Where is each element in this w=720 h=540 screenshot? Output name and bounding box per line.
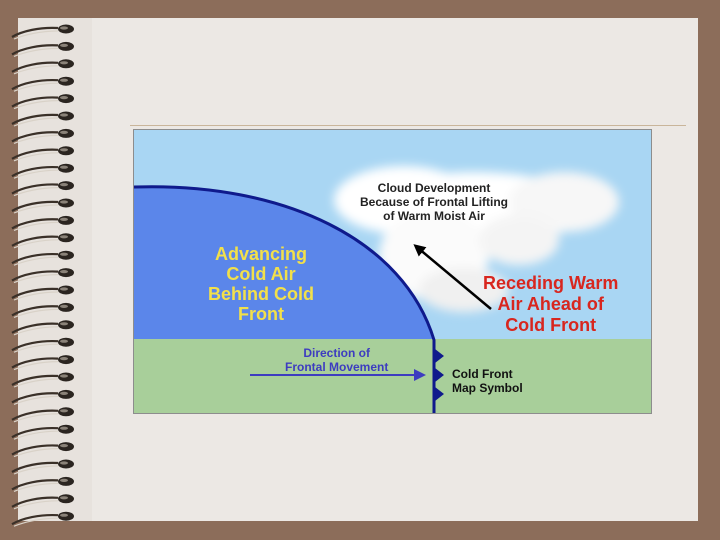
binding-coil xyxy=(11,355,74,371)
spiral-binding xyxy=(11,24,74,527)
cold-front-boundary xyxy=(134,185,436,413)
binding-coil xyxy=(11,59,74,75)
cloud xyxy=(334,166,619,312)
warm-air-label: Receding Warm Air Ahead of Cold Front xyxy=(483,273,619,335)
binding-coil xyxy=(11,320,74,336)
binding-coil xyxy=(11,407,74,423)
cold-air-mass xyxy=(134,186,434,340)
front-symbol-triangle xyxy=(435,349,444,363)
binding-coil xyxy=(11,511,74,527)
binding-coil xyxy=(11,76,74,92)
binding-coil xyxy=(11,94,74,110)
binding-coil xyxy=(11,163,74,179)
binding-coil xyxy=(11,424,74,440)
cloud-development-label: Cloud Development Because of Frontal Lif… xyxy=(360,181,509,223)
binding-coil xyxy=(11,181,74,197)
binding-coil xyxy=(11,302,74,318)
binding-coil xyxy=(11,372,74,388)
binding-coil xyxy=(11,111,74,127)
binding-coil xyxy=(11,285,74,301)
binding-coil xyxy=(11,389,74,405)
binding-coil xyxy=(11,459,74,475)
binding-coil xyxy=(11,337,74,353)
direction-label: Direction of Frontal Movement xyxy=(285,346,389,374)
binding-coil xyxy=(11,24,74,40)
paper-left-margin xyxy=(18,18,92,521)
lifting-arrow xyxy=(413,244,492,310)
binding-coil xyxy=(11,128,74,144)
binding-coil xyxy=(11,41,74,57)
binding-coil xyxy=(11,146,74,162)
binding-coil xyxy=(11,494,74,510)
binding-coil xyxy=(11,198,74,214)
cold-air-label: Advancing Cold Air Behind Cold Front xyxy=(208,244,314,324)
map-symbol-label: Cold Front Map Symbol xyxy=(452,367,523,395)
binding-coil xyxy=(11,233,74,249)
diagram-svg xyxy=(134,130,651,413)
cold-front-diagram: Cloud Development Because of Frontal Lif… xyxy=(133,129,652,414)
front-symbol-triangle xyxy=(435,368,444,382)
front-symbol-triangle xyxy=(435,387,444,401)
binding-coil xyxy=(11,442,74,458)
binding-coil xyxy=(11,268,74,284)
binding-coil xyxy=(11,215,74,231)
binding-coil xyxy=(11,250,74,266)
binding-coil xyxy=(11,476,74,492)
rule-line xyxy=(130,125,686,126)
